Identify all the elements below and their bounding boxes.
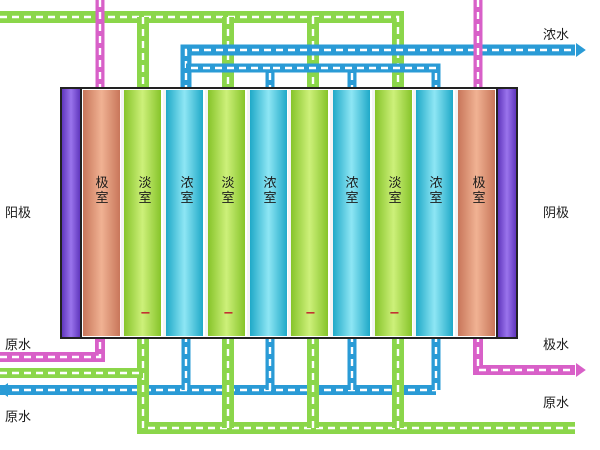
membrane-8 [413, 90, 416, 336]
concentrate-top-branch-3 [352, 63, 441, 92]
concentrate-outlet-arrow [576, 43, 586, 57]
chamber-10 [458, 90, 495, 336]
chamber-label-2: 淡室 [138, 176, 152, 206]
chamber-label-3: 浓室 [180, 176, 194, 206]
minus-sign-2: − [223, 306, 234, 321]
minus-sign-1: − [140, 306, 151, 321]
chamber-label-10: 极室 [472, 176, 486, 206]
concentrate-outlet-label: 浓水 [543, 28, 570, 43]
anode-plate [60, 87, 82, 339]
chamber-8 [375, 90, 412, 336]
chamber-6 [291, 90, 328, 336]
membrane-7 [372, 90, 375, 336]
raw-water-inlet-label-2: 原水 [5, 410, 32, 425]
membrane-5 [288, 90, 291, 336]
chamber-9 [416, 90, 453, 336]
dilute-bottom-manifold-flow [141, 335, 575, 430]
minus-sign-4: − [389, 306, 400, 321]
electrode-bottom-right-pipe [473, 335, 575, 375]
chamber-label-7: 浓室 [345, 176, 359, 206]
cathode-plate [496, 87, 518, 339]
minus-sign-3: − [305, 306, 316, 321]
membrane-2 [163, 90, 166, 336]
chamber-1 [83, 90, 120, 336]
anode-label: 阳极 [5, 206, 32, 221]
dilute-bottom-manifold [137, 335, 575, 434]
cathode-label: 阴极 [543, 206, 570, 221]
membrane-3 [205, 90, 208, 336]
chamber-4 [208, 90, 245, 336]
chamber-3 [166, 90, 203, 336]
electrode-water-outlet-label: 极水 [543, 338, 570, 353]
electrode-bottom-right-pipe-flow [476, 335, 575, 372]
electrode-outlet-arrow [576, 363, 586, 377]
membrane-1 [121, 90, 124, 336]
pipe-network-back [0, 0, 586, 434]
membrane-4 [247, 90, 250, 336]
chamber-label-4: 淡室 [221, 176, 235, 206]
chamber-5 [250, 90, 287, 336]
chamber-label-5: 浓室 [263, 176, 277, 206]
membrane-6 [330, 90, 333, 336]
raw-water-outlet-label: 原水 [543, 396, 570, 411]
chamber-label-8: 淡室 [388, 176, 402, 206]
concentrate-top-manifold [180, 44, 575, 92]
electrode-bottom-left-pipe [0, 335, 105, 362]
dilute-bottom-manifold-band [137, 335, 575, 434]
electrode-bottom-left-pipe-flow [0, 335, 102, 359]
chamber-2 [124, 90, 161, 336]
concentrate-top-manifold-flow [184, 48, 575, 92]
chamber-label-9: 浓室 [429, 176, 443, 206]
chamber-label-1: 极室 [95, 176, 109, 206]
raw-water-inlet-label-1: 原水 [5, 338, 32, 353]
electrodialysis-stack [60, 87, 518, 339]
membrane-9 [455, 90, 458, 336]
chamber-7 [333, 90, 370, 336]
concentrate-top-branch-3-flow [352, 66, 438, 92]
raw-water-inlet-arrow [0, 383, 8, 397]
